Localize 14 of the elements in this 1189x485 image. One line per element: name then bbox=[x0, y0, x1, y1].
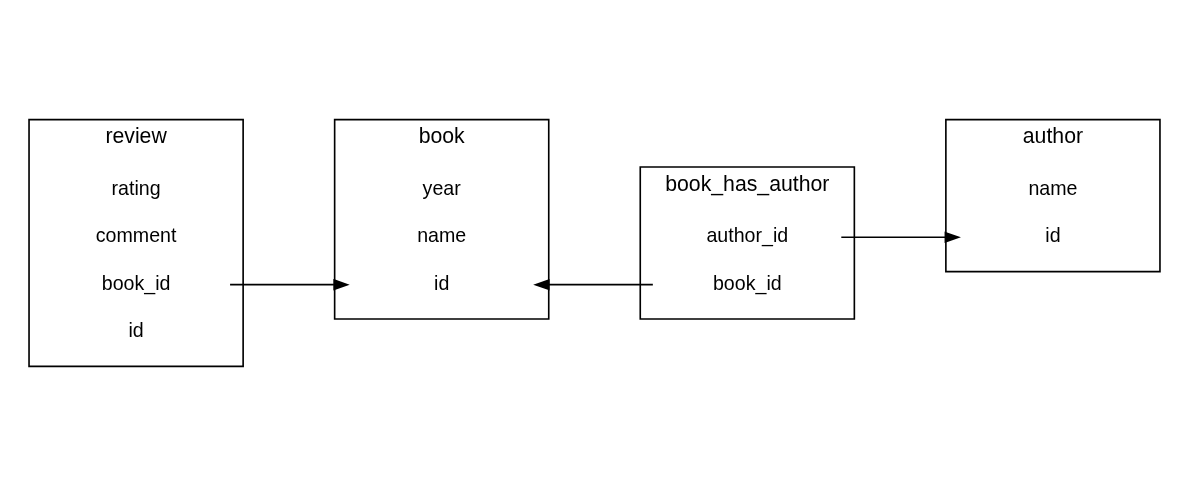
node-text: year bbox=[422, 176, 461, 199]
arrow bbox=[229, 278, 350, 290]
node-text: book_id bbox=[712, 271, 782, 294]
arrow bbox=[533, 278, 654, 290]
node-text: comment bbox=[95, 223, 177, 246]
node-text: name bbox=[417, 223, 467, 246]
node-text: id bbox=[1045, 223, 1061, 246]
arrow bbox=[840, 231, 961, 243]
node-text: author_id bbox=[706, 223, 789, 246]
node-text: book_id bbox=[101, 271, 171, 294]
node-text: rating bbox=[111, 176, 161, 199]
node-text: name bbox=[1028, 176, 1078, 199]
node-text: id bbox=[128, 318, 144, 341]
node-text: id bbox=[434, 271, 450, 294]
